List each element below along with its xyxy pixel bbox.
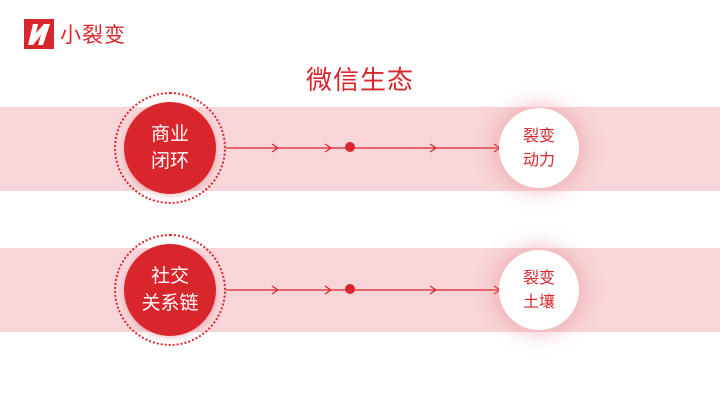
target-node-2-line2: 土壤 <box>522 292 555 311</box>
source-node-1-line1: 商业 <box>150 123 189 145</box>
target-node-2: 裂变 土壤 <box>499 250 579 330</box>
source-ring-1 <box>114 92 226 204</box>
source-node-2-line1: 社交 <box>150 265 189 287</box>
target-node-2-line1: 裂变 <box>522 268 555 287</box>
target-node-1: 裂变 动力 <box>499 108 579 188</box>
source-node-1-line2: 闭环 <box>150 150 189 172</box>
logo-text: 小裂变 <box>60 23 126 47</box>
flow-dot-1 <box>345 142 355 152</box>
flow-dot-2 <box>345 284 355 294</box>
logo: 小裂变 <box>24 19 126 49</box>
target-node-1-line2: 动力 <box>522 150 555 169</box>
source-ring-2 <box>114 234 226 346</box>
target-node-1-line1: 裂变 <box>522 126 555 145</box>
lightning-logo-icon <box>24 19 54 49</box>
source-node-2: 社交 关系链 <box>124 244 216 336</box>
source-node-2-line2: 关系链 <box>141 292 199 314</box>
page-title: 微信生态 <box>305 66 414 96</box>
source-node-1: 商业 闭环 <box>124 102 216 194</box>
